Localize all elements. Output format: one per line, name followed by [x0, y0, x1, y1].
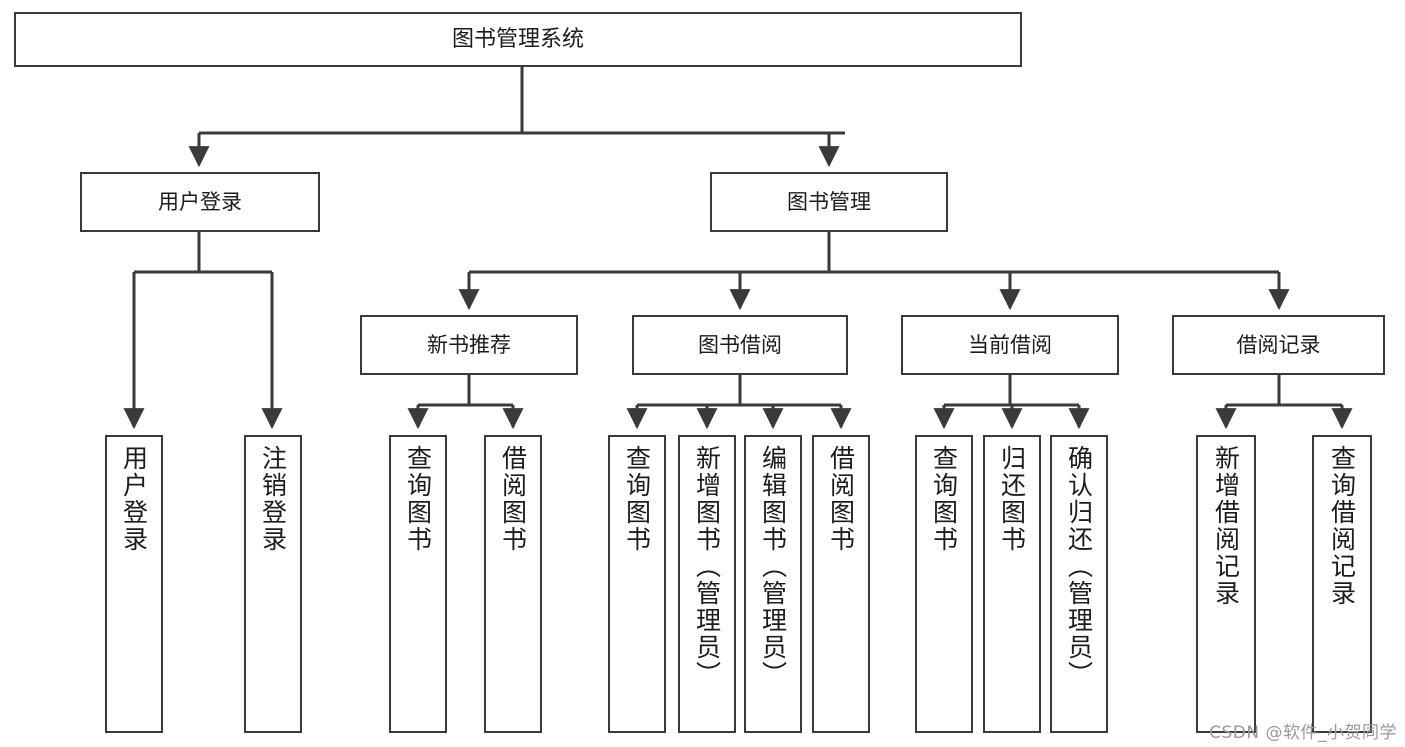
node-label: 用户登录 [158, 189, 242, 214]
node-label: 确认归还（管理员） [1064, 445, 1094, 688]
node-borrow-records[interactable]: 借阅记录 [1172, 315, 1385, 375]
node-label: 注销登录 [258, 445, 288, 553]
node-label: 借阅图书 [498, 445, 528, 553]
node-label: 当前借阅 [968, 332, 1052, 357]
node-label: 新书推荐 [427, 332, 511, 357]
node-label: 查询图书 [929, 445, 959, 553]
node-label: 用户登录 [119, 445, 149, 553]
node-label: 查询图书 [403, 445, 433, 553]
node-current-borrow[interactable]: 当前借阅 [901, 315, 1119, 375]
node-user-login[interactable]: 用户登录 [80, 172, 320, 232]
leaf-new-books-query[interactable]: 查询图书 [389, 435, 447, 733]
leaf-new-books-borrow[interactable]: 借阅图书 [484, 435, 542, 733]
node-label: 图书管理 [787, 189, 871, 214]
node-label: 编辑图书（管理员） [758, 445, 788, 688]
node-root-system[interactable]: 图书管理系统 [14, 12, 1022, 67]
leaf-records-add[interactable]: 新增借阅记录 [1196, 435, 1256, 733]
node-label: 借阅记录 [1236, 332, 1321, 357]
leaf-logout[interactable]: 注销登录 [244, 435, 302, 733]
node-new-book-recommend[interactable]: 新书推荐 [360, 315, 578, 375]
node-label: 查询借阅记录 [1327, 445, 1357, 607]
leaf-borrow-add-book[interactable]: 新增图书（管理员） [678, 435, 736, 733]
leaf-current-return-book[interactable]: 归还图书 [983, 435, 1041, 733]
node-label: 归还图书 [997, 445, 1027, 553]
leaf-current-confirm-return[interactable]: 确认归还（管理员） [1050, 435, 1108, 733]
leaf-borrow-query-book[interactable]: 查询图书 [608, 435, 666, 733]
leaf-current-query-book[interactable]: 查询图书 [915, 435, 973, 733]
node-label: 图书管理系统 [451, 26, 584, 52]
node-label: 图书借阅 [698, 332, 782, 357]
leaf-borrow-edit-book[interactable]: 编辑图书（管理员） [744, 435, 802, 733]
leaf-borrow-borrow-book[interactable]: 借阅图书 [812, 435, 870, 733]
leaf-user-login[interactable]: 用户登录 [105, 435, 163, 733]
node-label: 借阅图书 [826, 445, 856, 553]
leaf-records-query[interactable]: 查询借阅记录 [1312, 435, 1372, 733]
node-label: 查询图书 [622, 445, 652, 553]
node-label: 新增图书（管理员） [692, 445, 722, 688]
node-label: 新增借阅记录 [1211, 445, 1241, 607]
node-book-management[interactable]: 图书管理 [710, 172, 948, 232]
node-book-borrow[interactable]: 图书借阅 [632, 315, 848, 375]
